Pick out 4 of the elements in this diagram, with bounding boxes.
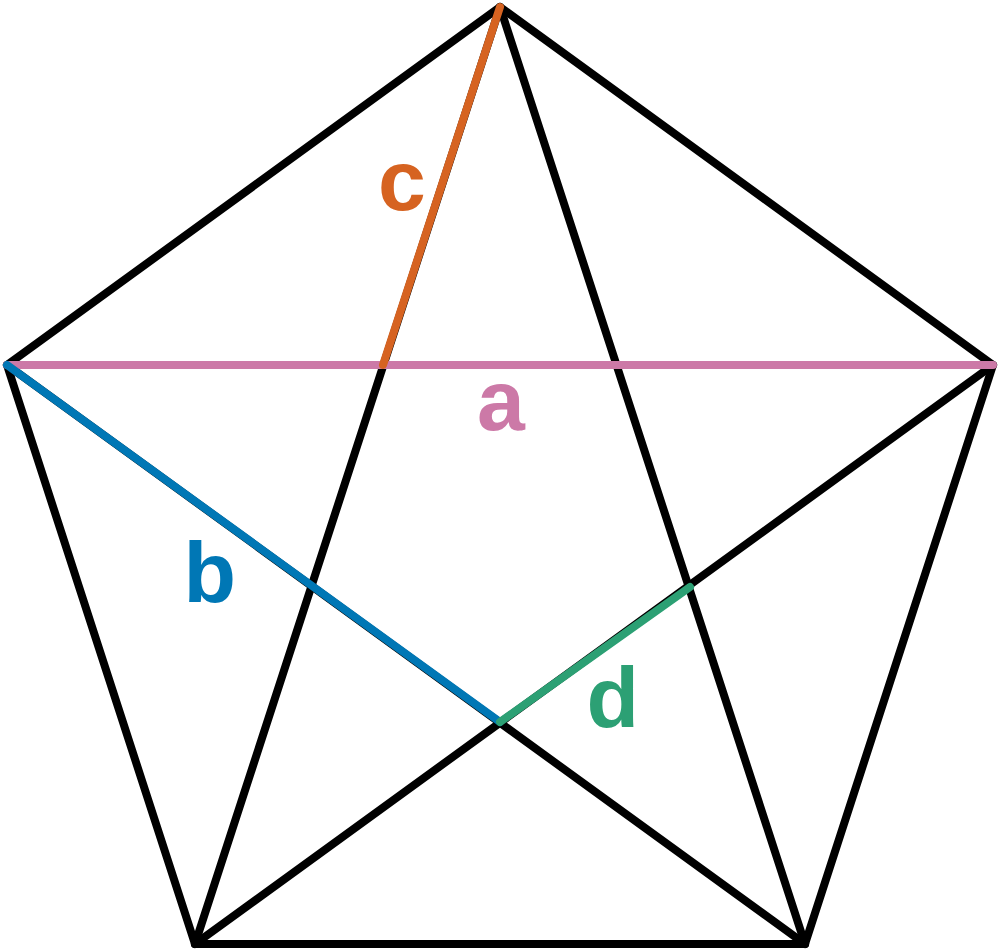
segment-label: d (586, 654, 640, 740)
segment-label: c (378, 137, 426, 223)
segment-label: b (183, 529, 237, 615)
segment-label: a (477, 357, 525, 443)
